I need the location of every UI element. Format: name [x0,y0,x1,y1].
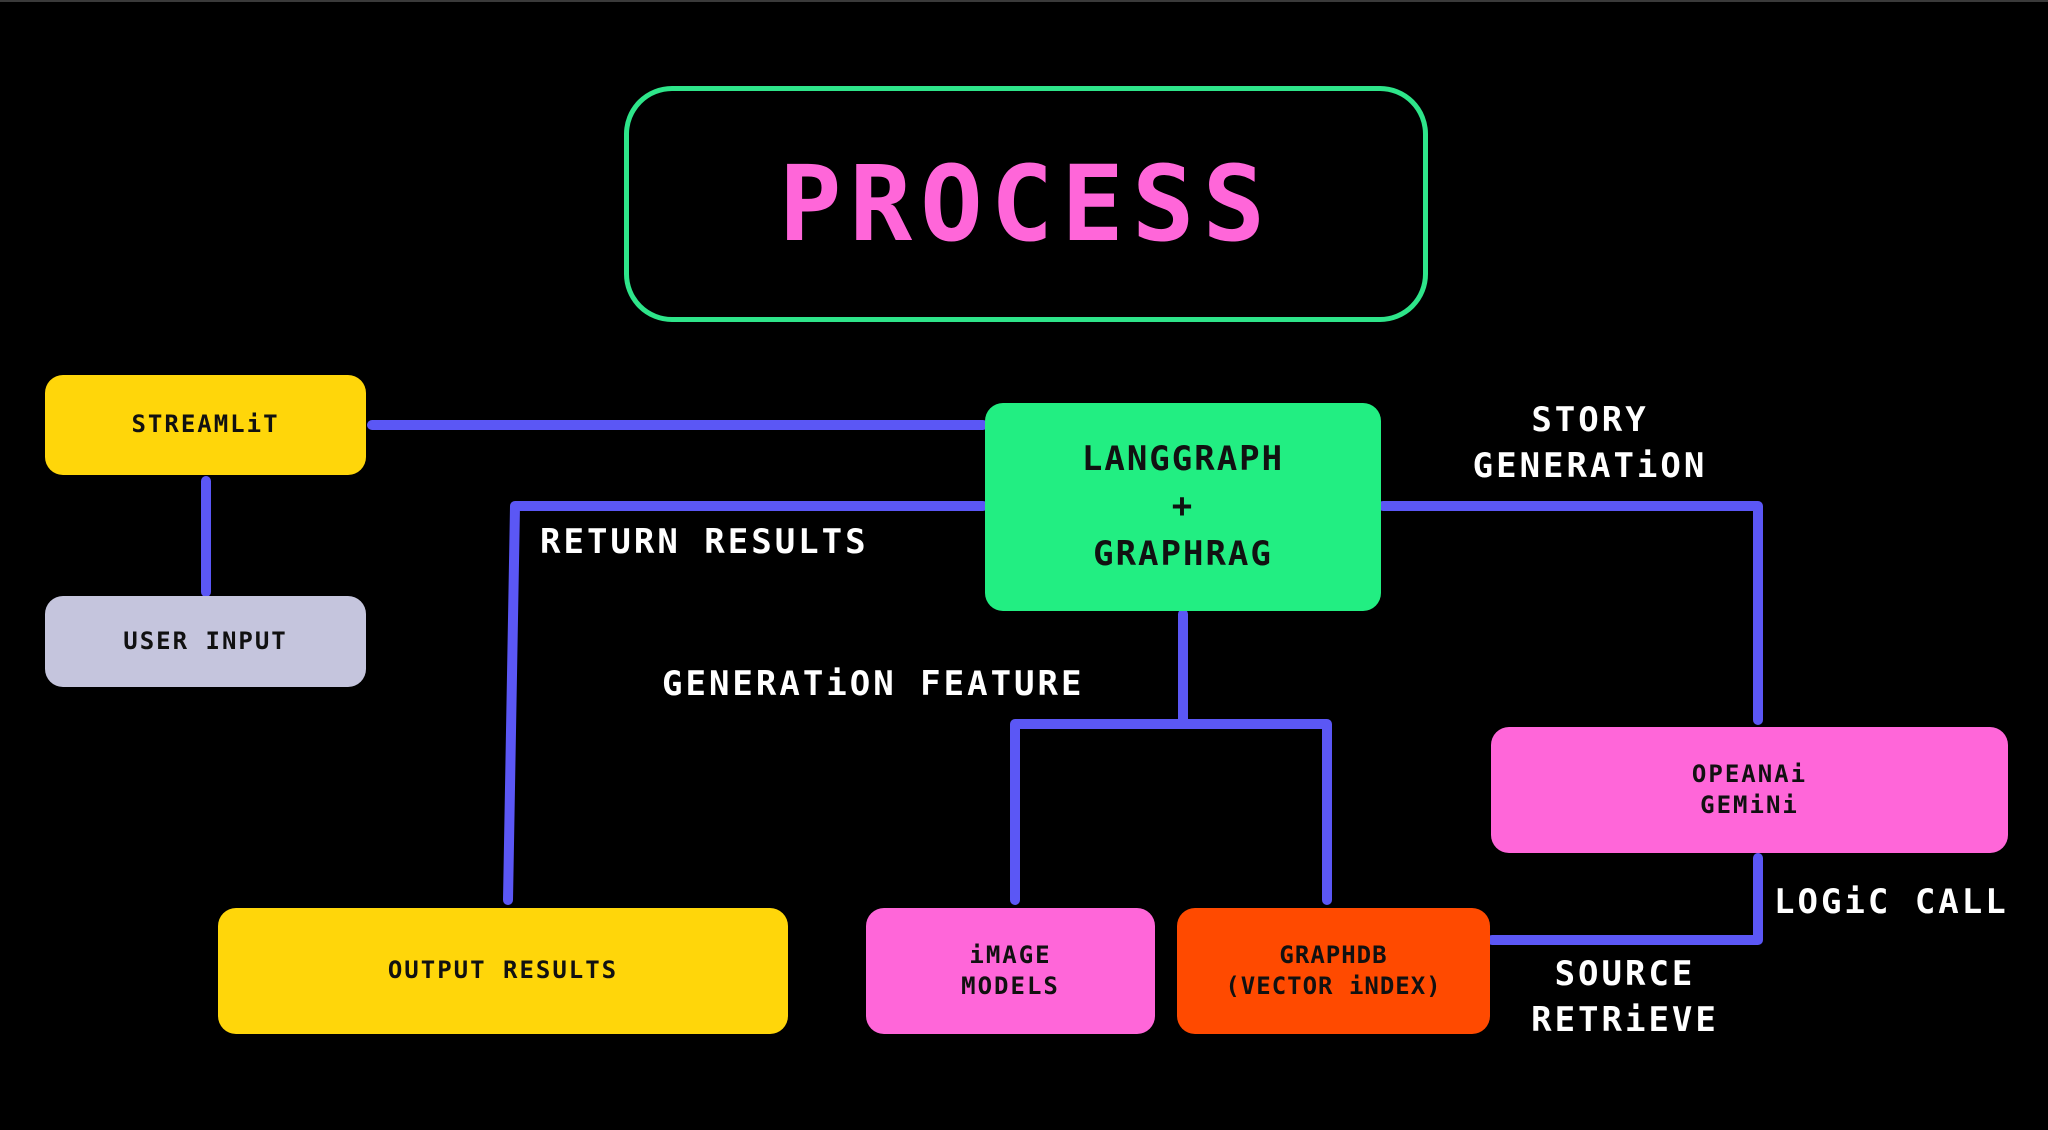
node-openai-gemini: OPEANAi GEMiNi [1491,727,2008,853]
label-source-retrieve-line2: RETRiEVE [1531,999,1719,1040]
node-langgraph-line1: LANGGRAPH [1081,438,1285,479]
label-source-retrieve: SOURCE RETRiEVE [1500,952,1750,1044]
node-output-results-label: OUTPUT RESULTS [387,956,619,985]
label-source-retrieve-line1: SOURCE [1554,954,1696,994]
node-streamlit-label: STREAMLiT [131,410,280,439]
label-logic-call-text: LOGiC CALL [1774,882,2009,922]
node-graphdb: GRAPHDB (VECTOR iNDEX) [1177,908,1490,1034]
label-return-results: RETURN RESULTS [540,520,940,566]
node-image-models-line1: iMAGE [969,940,1052,969]
node-image-models-line2: MODELS [961,972,1060,1000]
title-frame: PROCESS [624,86,1428,322]
node-langgraph-line3: GRAPHRAG [1093,533,1273,574]
label-story-generation: STORY GENERATiON [1430,398,1750,490]
node-graphdb-line1: GRAPHDB [1279,940,1388,969]
node-output-results: OUTPUT RESULTS [218,908,788,1034]
node-image-models: iMAGE MODELS [866,908,1155,1034]
connector-langgraph-openai [1378,501,1763,725]
label-generation-feature-text: GENERATiON FEATURE [662,664,1085,704]
label-logic-call: LOGiC CALL [1774,880,2044,926]
top-border-line [0,0,2048,2]
connector-openai-graphdb [1487,853,1763,945]
node-graphdb-line2: (VECTOR iNDEX) [1225,972,1442,1000]
node-user-input: USER INPUT [45,596,366,687]
label-generation-feature: GENERATiON FEATURE [662,662,1162,708]
label-story-generation-line1: STORY [1531,400,1649,440]
node-streamlit: STREAMLiT [45,375,366,475]
label-return-results-text: RETURN RESULTS [540,522,869,562]
diagram-title: PROCESS [778,143,1274,265]
connector-langgraph-output [503,501,988,905]
node-langgraph-graphrag: LANGGRAPH + GRAPHRAG [985,403,1381,611]
node-langgraph-line2: + [1171,486,1195,527]
node-user-input-label: USER INPUT [123,626,288,655]
node-openai-line2: GEMiNi [1700,791,1799,819]
node-openai-line1: OPEANAi [1691,759,1808,788]
connector-feature-branches [1010,719,1332,905]
label-story-generation-line2: GENERATiON [1472,445,1708,486]
